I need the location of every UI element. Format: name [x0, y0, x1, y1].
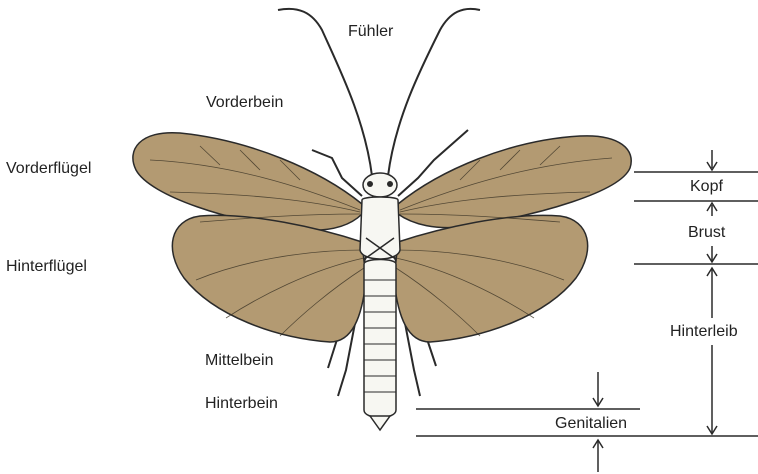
- label-hinterbein: Hinterbein: [205, 396, 278, 412]
- label-hinterfluegel: Hinterflügel: [6, 259, 87, 275]
- label-brust: Brust: [688, 225, 725, 241]
- body: [360, 173, 400, 430]
- label-fuehler: Fühler: [348, 24, 393, 40]
- label-vorderfluegel: Vorderflügel: [6, 161, 91, 177]
- label-hinterleib: Hinterleib: [670, 324, 738, 340]
- label-kopf: Kopf: [690, 179, 723, 195]
- abdomen: [364, 260, 396, 418]
- label-vorderbein: Vorderbein: [206, 95, 283, 111]
- thorax: [360, 197, 400, 259]
- forewing-left: [133, 133, 362, 231]
- forewing-right: [398, 136, 631, 228]
- hindwing-left: [172, 215, 366, 342]
- label-mittelbein: Mittelbein: [205, 353, 273, 369]
- antenna-right: [388, 9, 480, 176]
- label-genitalien: Genitalien: [555, 416, 627, 432]
- genital-tip: [370, 416, 390, 430]
- hindwing-right: [394, 215, 588, 342]
